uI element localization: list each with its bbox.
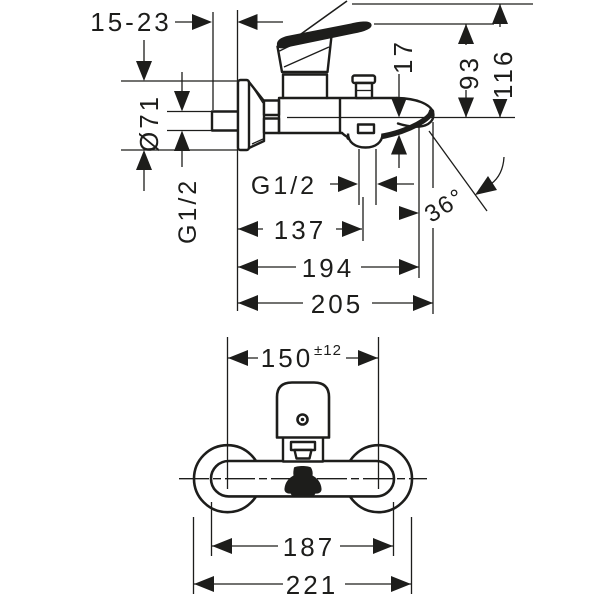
front-view: 150 ±12 187 221 bbox=[179, 337, 427, 600]
handle-base-cup bbox=[293, 448, 313, 460]
arrowhead bbox=[475, 176, 497, 195]
arrowhead bbox=[492, 4, 508, 24]
escutcheon-flange bbox=[236, 78, 251, 152]
arrowhead bbox=[237, 14, 258, 30]
arrowhead bbox=[192, 14, 212, 30]
dim-outlet-thread-label: G1/2 bbox=[251, 172, 317, 200]
arrowhead bbox=[492, 97, 508, 118]
dim-150-extension-lines bbox=[226, 337, 380, 489]
dim-205-label: 205 bbox=[311, 289, 363, 319]
dim-wall-offset-label: 15-23 bbox=[90, 7, 172, 37]
arrowhead bbox=[458, 97, 474, 118]
dim-angle-36: 36° bbox=[399, 156, 505, 228]
cartridge-housing bbox=[281, 73, 329, 100]
dim-221: 221 bbox=[192, 517, 413, 600]
arrowhead bbox=[373, 538, 393, 554]
s-union-nut-upper bbox=[262, 99, 281, 117]
wall-thread-extension-lines bbox=[167, 110, 211, 132]
dim-height-93: 93 bbox=[453, 24, 484, 118]
lever-handle-front bbox=[275, 381, 331, 439]
diverter-knob bbox=[351, 74, 377, 100]
arrowhead bbox=[212, 538, 232, 554]
label-mask bbox=[453, 45, 478, 90]
dim-outlet-drop-label: 17 bbox=[388, 39, 418, 74]
arrowhead bbox=[358, 350, 378, 366]
lever-facet-lines bbox=[279, 32, 330, 68]
escutcheon-cone-shading bbox=[251, 85, 264, 145]
dim-height-116: 116 bbox=[487, 4, 518, 118]
dim-wall-thread: G1/2 bbox=[174, 72, 202, 244]
arrowhead bbox=[458, 24, 474, 44]
arrowhead bbox=[136, 150, 152, 170]
arrowhead bbox=[399, 206, 419, 220]
arrowhead bbox=[413, 295, 433, 311]
dim-hole-spacing-150-label: 150 bbox=[261, 343, 313, 373]
label-mask bbox=[487, 27, 512, 99]
dim-escutcheon-diameter-label: Ø71 bbox=[134, 94, 164, 152]
dim-angle-36-label: 36° bbox=[420, 183, 470, 228]
dim-hole-spacing: 150 ±12 bbox=[226, 337, 380, 489]
reference-lines bbox=[121, 3, 533, 314]
arrowhead bbox=[194, 576, 214, 592]
arrowhead bbox=[238, 259, 258, 275]
spout-side bbox=[340, 96, 435, 149]
outlet-thread-extension-lines bbox=[358, 149, 377, 205]
wall-supply-pipe bbox=[210, 110, 240, 132]
dim-187-extension-lines bbox=[210, 502, 395, 556]
aerator-dome bbox=[346, 133, 384, 149]
handle-front-outline bbox=[275, 381, 331, 439]
dim-221-label: 221 bbox=[286, 570, 338, 600]
spout-front-silhouette bbox=[284, 466, 322, 497]
dim-outlet-thread: G1/2 bbox=[251, 172, 414, 200]
arrowhead bbox=[399, 259, 419, 275]
mixer-side-geometry bbox=[210, 0, 435, 152]
arrowhead bbox=[238, 295, 258, 311]
arrowhead bbox=[391, 97, 407, 118]
dim-wall-offset: 15-23 bbox=[90, 7, 283, 37]
dim-187-label: 187 bbox=[283, 532, 335, 562]
dim-137: 137 bbox=[238, 215, 362, 245]
dim-escutcheon-diameter: Ø71 bbox=[134, 40, 164, 191]
arrowhead bbox=[391, 576, 411, 592]
s-union-nut-lower bbox=[262, 117, 281, 135]
mixer-body-side bbox=[277, 96, 399, 135]
handle-dot-center bbox=[300, 417, 305, 422]
dim-205: 205 bbox=[238, 289, 433, 319]
arrowhead bbox=[377, 176, 397, 192]
dim-194: 194 bbox=[238, 253, 419, 283]
arrowhead bbox=[136, 61, 152, 81]
lever-grip bbox=[276, 21, 372, 49]
arrowhead bbox=[391, 134, 407, 155]
arrowhead bbox=[228, 350, 248, 366]
arrowhead bbox=[238, 221, 258, 237]
arrowhead bbox=[174, 91, 190, 112]
aerator-thread bbox=[356, 123, 376, 135]
angle-leader-curve bbox=[490, 156, 505, 185]
dim-outlet-drop: 17 bbox=[388, 39, 418, 168]
dim-187: 187 bbox=[210, 502, 395, 562]
dim-tolerance-label: ±12 bbox=[314, 342, 342, 359]
side-view: 15-23 Ø71 G1/2 17 93 bbox=[90, 0, 533, 319]
spout-angle-line bbox=[428, 130, 488, 212]
dim-height-93-label: 93 bbox=[454, 55, 484, 90]
dim-wall-thread-label: G1/2 bbox=[174, 178, 202, 244]
lever-body-outline bbox=[276, 34, 333, 74]
dim-221-extension-lines bbox=[192, 517, 413, 594]
dim-height-116-label: 116 bbox=[488, 49, 518, 99]
lever-handle-side bbox=[276, 0, 372, 74]
dim-194-label: 194 bbox=[302, 253, 354, 283]
dim-137-label: 137 bbox=[274, 215, 326, 245]
arrowhead bbox=[338, 176, 358, 192]
arrowhead bbox=[342, 221, 362, 237]
lever-raised-outline bbox=[290, 0, 348, 43]
arrowhead bbox=[174, 130, 190, 151]
